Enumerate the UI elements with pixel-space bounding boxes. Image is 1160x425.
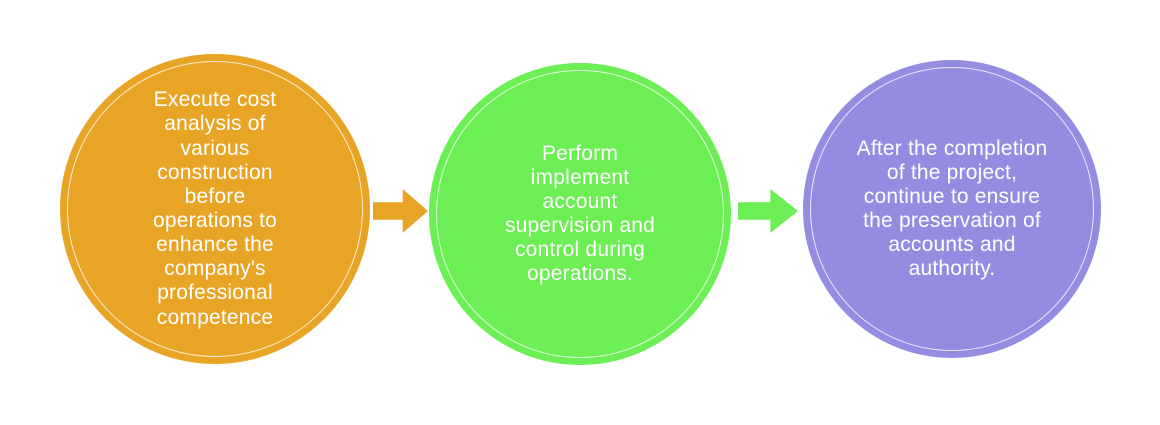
step-3-text: After the completion of the project, con… bbox=[856, 136, 1048, 281]
step-1-circle: Execute cost analysis of various constru… bbox=[60, 54, 370, 364]
arrow-right-icon bbox=[373, 189, 428, 233]
step-2-circle: Perform implement account supervision an… bbox=[429, 63, 731, 365]
step-1-text: Execute cost analysis of various constru… bbox=[152, 88, 278, 329]
arrow-right-icon bbox=[738, 189, 798, 233]
step-3-circle: After the completion of the project, con… bbox=[803, 60, 1101, 358]
step-2-text: Perform implement account supervision an… bbox=[504, 141, 656, 286]
